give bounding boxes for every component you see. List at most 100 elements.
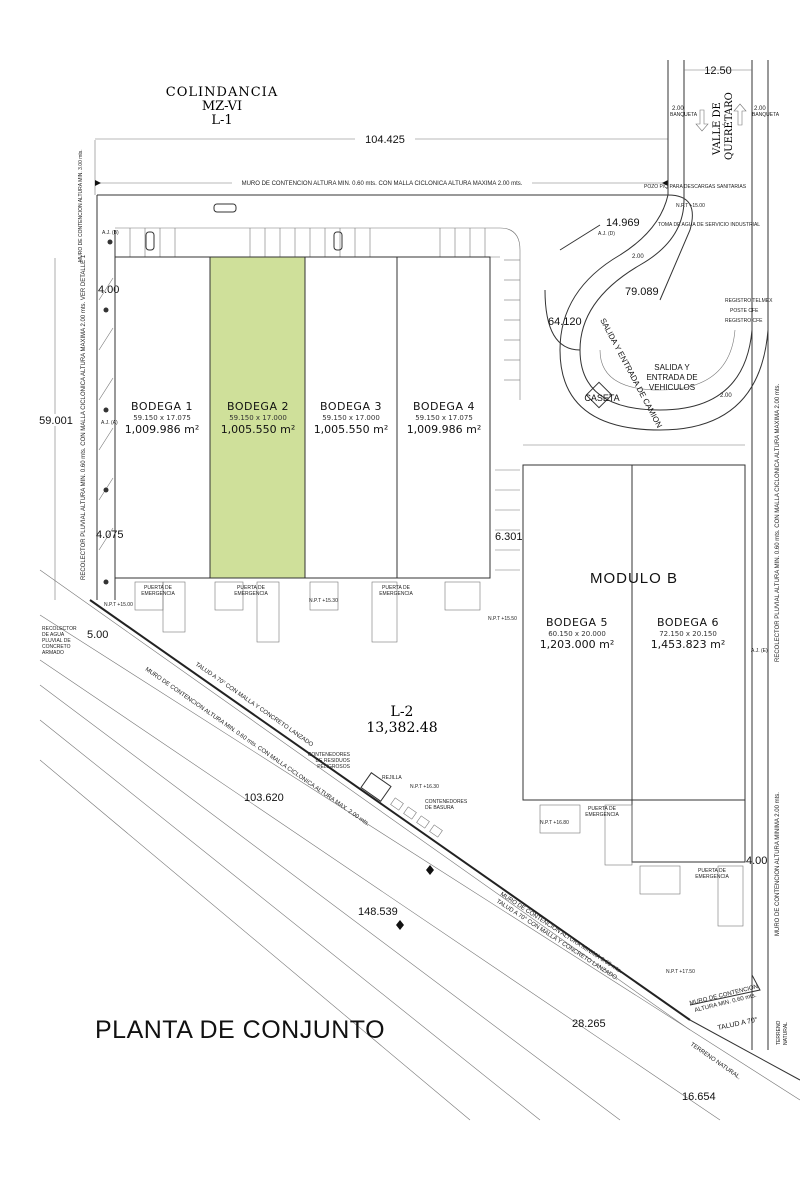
svg-text:16.654: 16.654 [682,1091,716,1103]
svg-text:PLUVIAL DE: PLUVIAL DE [42,638,71,644]
svg-text:REJILLA: REJILLA [382,775,402,781]
site-boundary-top [97,194,693,301]
bodega-area: 1,009.986 m² [125,423,200,436]
vehicle-access-label: SALIDA Y ENTRADA DE VEHICULOS [646,363,697,392]
top-dimension: 104.425 [94,133,669,195]
arrow-down-icon [695,109,709,132]
bodega-name: BODEGA 6 [657,616,719,629]
svg-text:PUERTA DE: PUERTA DE [588,806,617,812]
bodega-name: BODEGA 4 [413,400,475,413]
svg-text:EMERGENCIA: EMERGENCIA [585,812,619,818]
svg-text:EMERGENCIA: EMERGENCIA [141,591,175,597]
bodega-size: 72.150 x 20.150 [659,630,717,638]
npt-1750: N.P.T +17.50 [666,969,695,975]
svg-text:A.J. (D): A.J. (D) [598,231,615,237]
svg-text:EMERGENCIA: EMERGENCIA [379,591,413,597]
bodega-size: 60.150 x 20.000 [548,630,606,638]
arrow-up-icon [733,103,747,126]
bodega-size: 59.150 x 17.000 [229,414,287,422]
svg-text:SALIDA Y: SALIDA Y [654,363,690,372]
street-name-1: VALLE DE [712,102,723,156]
svg-text:EMERGENCIA: EMERGENCIA [234,591,268,597]
parking-row-top [115,203,521,400]
sidewalk-label-right: BANQUETA [752,112,780,118]
svg-text:A.J. (B): A.J. (B) [102,230,119,236]
diag-low-wall-label: MURO DE CONTENCION ALTURA MINIMA 0.60 mt… [499,892,623,976]
svg-text:N.P.T +16.30: N.P.T +16.30 [410,784,439,790]
diag-talud-label: TALUD A 70° CON MALLA Y CONCRETO LANZADO [194,662,314,749]
mid-dimension: 6.301 [495,531,523,543]
bodega-6[interactable]: BODEGA 6 72.150 x 20.150 1,453.823 m² [651,616,726,651]
top-wall: MURO DE CONTENCION ALTURA MIN. 0.60 mts.… [95,179,668,187]
utility-labels: POZO P/Q PARA DESCARGAS SANITARIAS N.P.T… [101,184,773,654]
bodega-2-highlight [210,257,305,578]
module-b: MODULO B [495,444,746,863]
emergency-door-labels: PUERTA DE EMERGENCIA PUERTA DE EMERGENCI… [141,585,413,597]
bodega-4[interactable]: BODEGA 4 59.150 x 17.075 1,009.986 m² [407,400,482,436]
bodega-2[interactable]: BODEGA 2 59.150 x 17.000 1,005.550 m² [221,400,296,436]
terreno-natural-label: TERRENO NATURAL. [689,1042,742,1082]
npt-1550: N.P.T +15.50 [488,616,517,622]
svg-text:PUERTA DE: PUERTA DE [237,585,266,591]
left-dimension-label: 59.001 [39,415,73,427]
left-top-dimension: 4.00 [98,284,119,296]
svg-text:148.539: 148.539 [358,906,398,918]
svg-text:DE AGUA: DE AGUA [42,632,65,638]
svg-text:PUERTA DE: PUERTA DE [698,868,727,874]
bodega-1[interactable]: BODEGA 1 59.150 x 17.075 1,009.986 m² [125,400,200,436]
bodega-name: BODEGA 5 [546,616,608,629]
neighbor-block: MZ-VI [202,99,242,114]
left-dimension: 59.001 [38,258,74,600]
npt-1500: N.P.T +15.00 [104,602,133,608]
svg-text:ARMADO: ARMADO [42,650,64,656]
svg-text:CASETA: CASETA [584,393,619,403]
svg-text:CONTENEDORES: CONTENEDORES [425,799,468,805]
svg-text:2.00: 2.00 [632,254,644,260]
svg-text:64.120: 64.120 [548,316,582,328]
street-name-2: QUERÉTARO [723,92,735,160]
bodega-name: BODEGA 3 [320,400,382,413]
bodega-size: 59.150 x 17.075 [133,414,191,422]
svg-text:TOMA DE AGUA DE SERVICIO INDUS: TOMA DE AGUA DE SERVICIO INDUSTRIAL [658,222,760,228]
emergency-door-labels-b: PUERTA DE EMERGENCIA PUERTA DE EMERGENCI… [585,806,729,880]
diagonal-boundaries [39,569,800,1121]
svg-text:2.00: 2.00 [720,393,732,399]
svg-text:14.969: 14.969 [606,217,640,229]
loading-docks-a [134,581,481,643]
loading-docks-b [539,804,744,927]
svg-text:N.P.T +15.00: N.P.T +15.00 [676,203,705,209]
bodega-name: BODEGA 2 [227,400,289,413]
svg-text:CONTENEDORES: CONTENEDORES [308,752,351,758]
bodega-5[interactable]: BODEGA 5 60.150 x 20.000 1,203.000 m² [540,616,615,651]
svg-text:ENTRADA DE: ENTRADA DE [646,373,697,382]
svg-text:CONCRETO: CONCRETO [42,644,71,650]
bodega-3[interactable]: BODEGA 3 59.150 x 17.000 1,005.550 m² [314,400,389,436]
bodega-area: 1,009.986 m² [407,423,482,436]
neighbor-label: COLINDANCIA [166,85,278,100]
top-wall-label: MURO DE CONTENCION ALTURA MIN. 0.60 mts.… [242,181,523,187]
bodega-area: 1,453.823 m² [651,638,726,651]
svg-text:REGISTRO CFE: REGISTRO CFE [725,318,763,324]
svg-text:DE BASURA: DE BASURA [425,805,455,811]
left-bottom-dimension: 4.075 [96,529,124,541]
lot-name: L-2 [391,704,414,720]
svg-text:PELIGROSOS: PELIGROSOS [317,764,350,770]
svg-text:REGISTRO TELMEX: REGISTRO TELMEX [725,298,773,304]
right-bottom-dimension: 4.00 [746,855,767,867]
svg-text:5.00: 5.00 [87,629,108,641]
bodega-area: 1,005.550 m² [314,423,389,436]
svg-text:EMERGENCIA: EMERGENCIA [695,874,729,880]
sidewalk-width-left: 2.00 [672,106,684,112]
bodega-area: 1,203.000 m² [540,638,615,651]
diagonal-dimensions: 5.00 103.620 148.539 28.265 16.654 [87,629,716,1103]
bodega-area: 1,005.550 m² [221,423,296,436]
top-dimension-label: 104.425 [365,134,405,146]
svg-text:POSTE CFE: POSTE CFE [730,308,759,314]
svg-text:28.265: 28.265 [572,1018,606,1030]
npt-1530: N.P.T +15.30 [309,598,338,604]
curve-dimensions: 14.969 79.089 64.120 2.00 2.00 [548,217,732,399]
caseta: CASETA [584,381,620,409]
svg-text:A.J. (A): A.J. (A) [101,420,118,426]
street: 12.50 VALLE DE QUERÉTARO 2.00 BANQUETA 2… [667,60,780,1050]
